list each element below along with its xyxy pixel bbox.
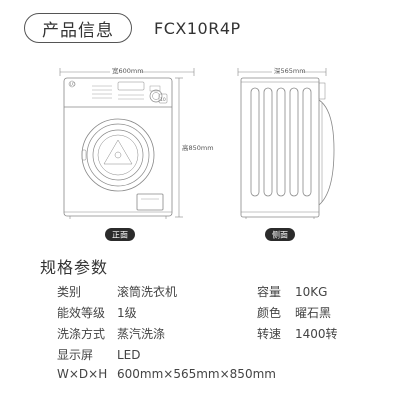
spec-value: 曜石黑 — [295, 306, 332, 320]
spec-label: 转速 — [257, 327, 282, 341]
capacity-badge: 10 — [160, 97, 166, 103]
brand-logo: LG — [70, 82, 77, 88]
model-number: FCX10R4P — [154, 18, 241, 38]
spec-row-capacity: 容量 10KG — [257, 283, 327, 300]
spec-label: 显示屏 — [57, 348, 94, 362]
side-view — [237, 68, 335, 219]
spec-row-energy-level: 能效等级 1级 — [57, 304, 137, 321]
front-view — [59, 68, 195, 219]
spec-value: 10KG — [295, 285, 328, 299]
spec-label: W×D×H — [57, 367, 108, 381]
spec-value: 1级 — [117, 306, 137, 320]
spec-label: 洗涤方式 — [57, 327, 106, 341]
specs-title: 规格参数 — [40, 258, 109, 277]
spec-label: 容量 — [257, 285, 282, 299]
front-height-label: 高850mm — [182, 143, 214, 152]
spec-row-color: 颜色曜石黑 — [257, 304, 331, 321]
spec-value: 蒸汽洗涤 — [117, 327, 166, 341]
spec-row-display: 显示屏 LED — [57, 346, 141, 363]
header: 产品信息 FCX10R4P — [24, 12, 241, 44]
spec-value: 滚筒洗衣机 — [117, 285, 178, 299]
page-title: 产品信息 — [24, 13, 132, 43]
spec-label: 颜色 — [257, 306, 282, 320]
front-view-tag — [105, 228, 135, 241]
spec-row-dimensions: W×D×H 600mm×565mm×850mm — [57, 367, 276, 381]
side-view-label: 侧面 — [272, 230, 288, 240]
spec-row-category: 类别 滚筒洗衣机 — [57, 283, 177, 300]
spec-value: 1400转 — [295, 327, 338, 341]
spec-row-spin-speed: 转速 1400转 — [257, 325, 338, 342]
front-width-label: 宽600mm — [112, 66, 144, 75]
spec-label: 类别 — [57, 285, 82, 299]
spec-row-wash-method: 洗涤方式蒸汽洗涤 — [57, 325, 165, 342]
spec-value: LED — [117, 348, 141, 362]
side-view-tag — [265, 228, 295, 241]
side-depth-label: 深565mm — [274, 66, 306, 75]
spec-label: 能效等级 — [57, 306, 106, 320]
spec-value: 600mm×565mm×850mm — [117, 367, 276, 381]
front-view-label: 正面 — [112, 231, 128, 240]
